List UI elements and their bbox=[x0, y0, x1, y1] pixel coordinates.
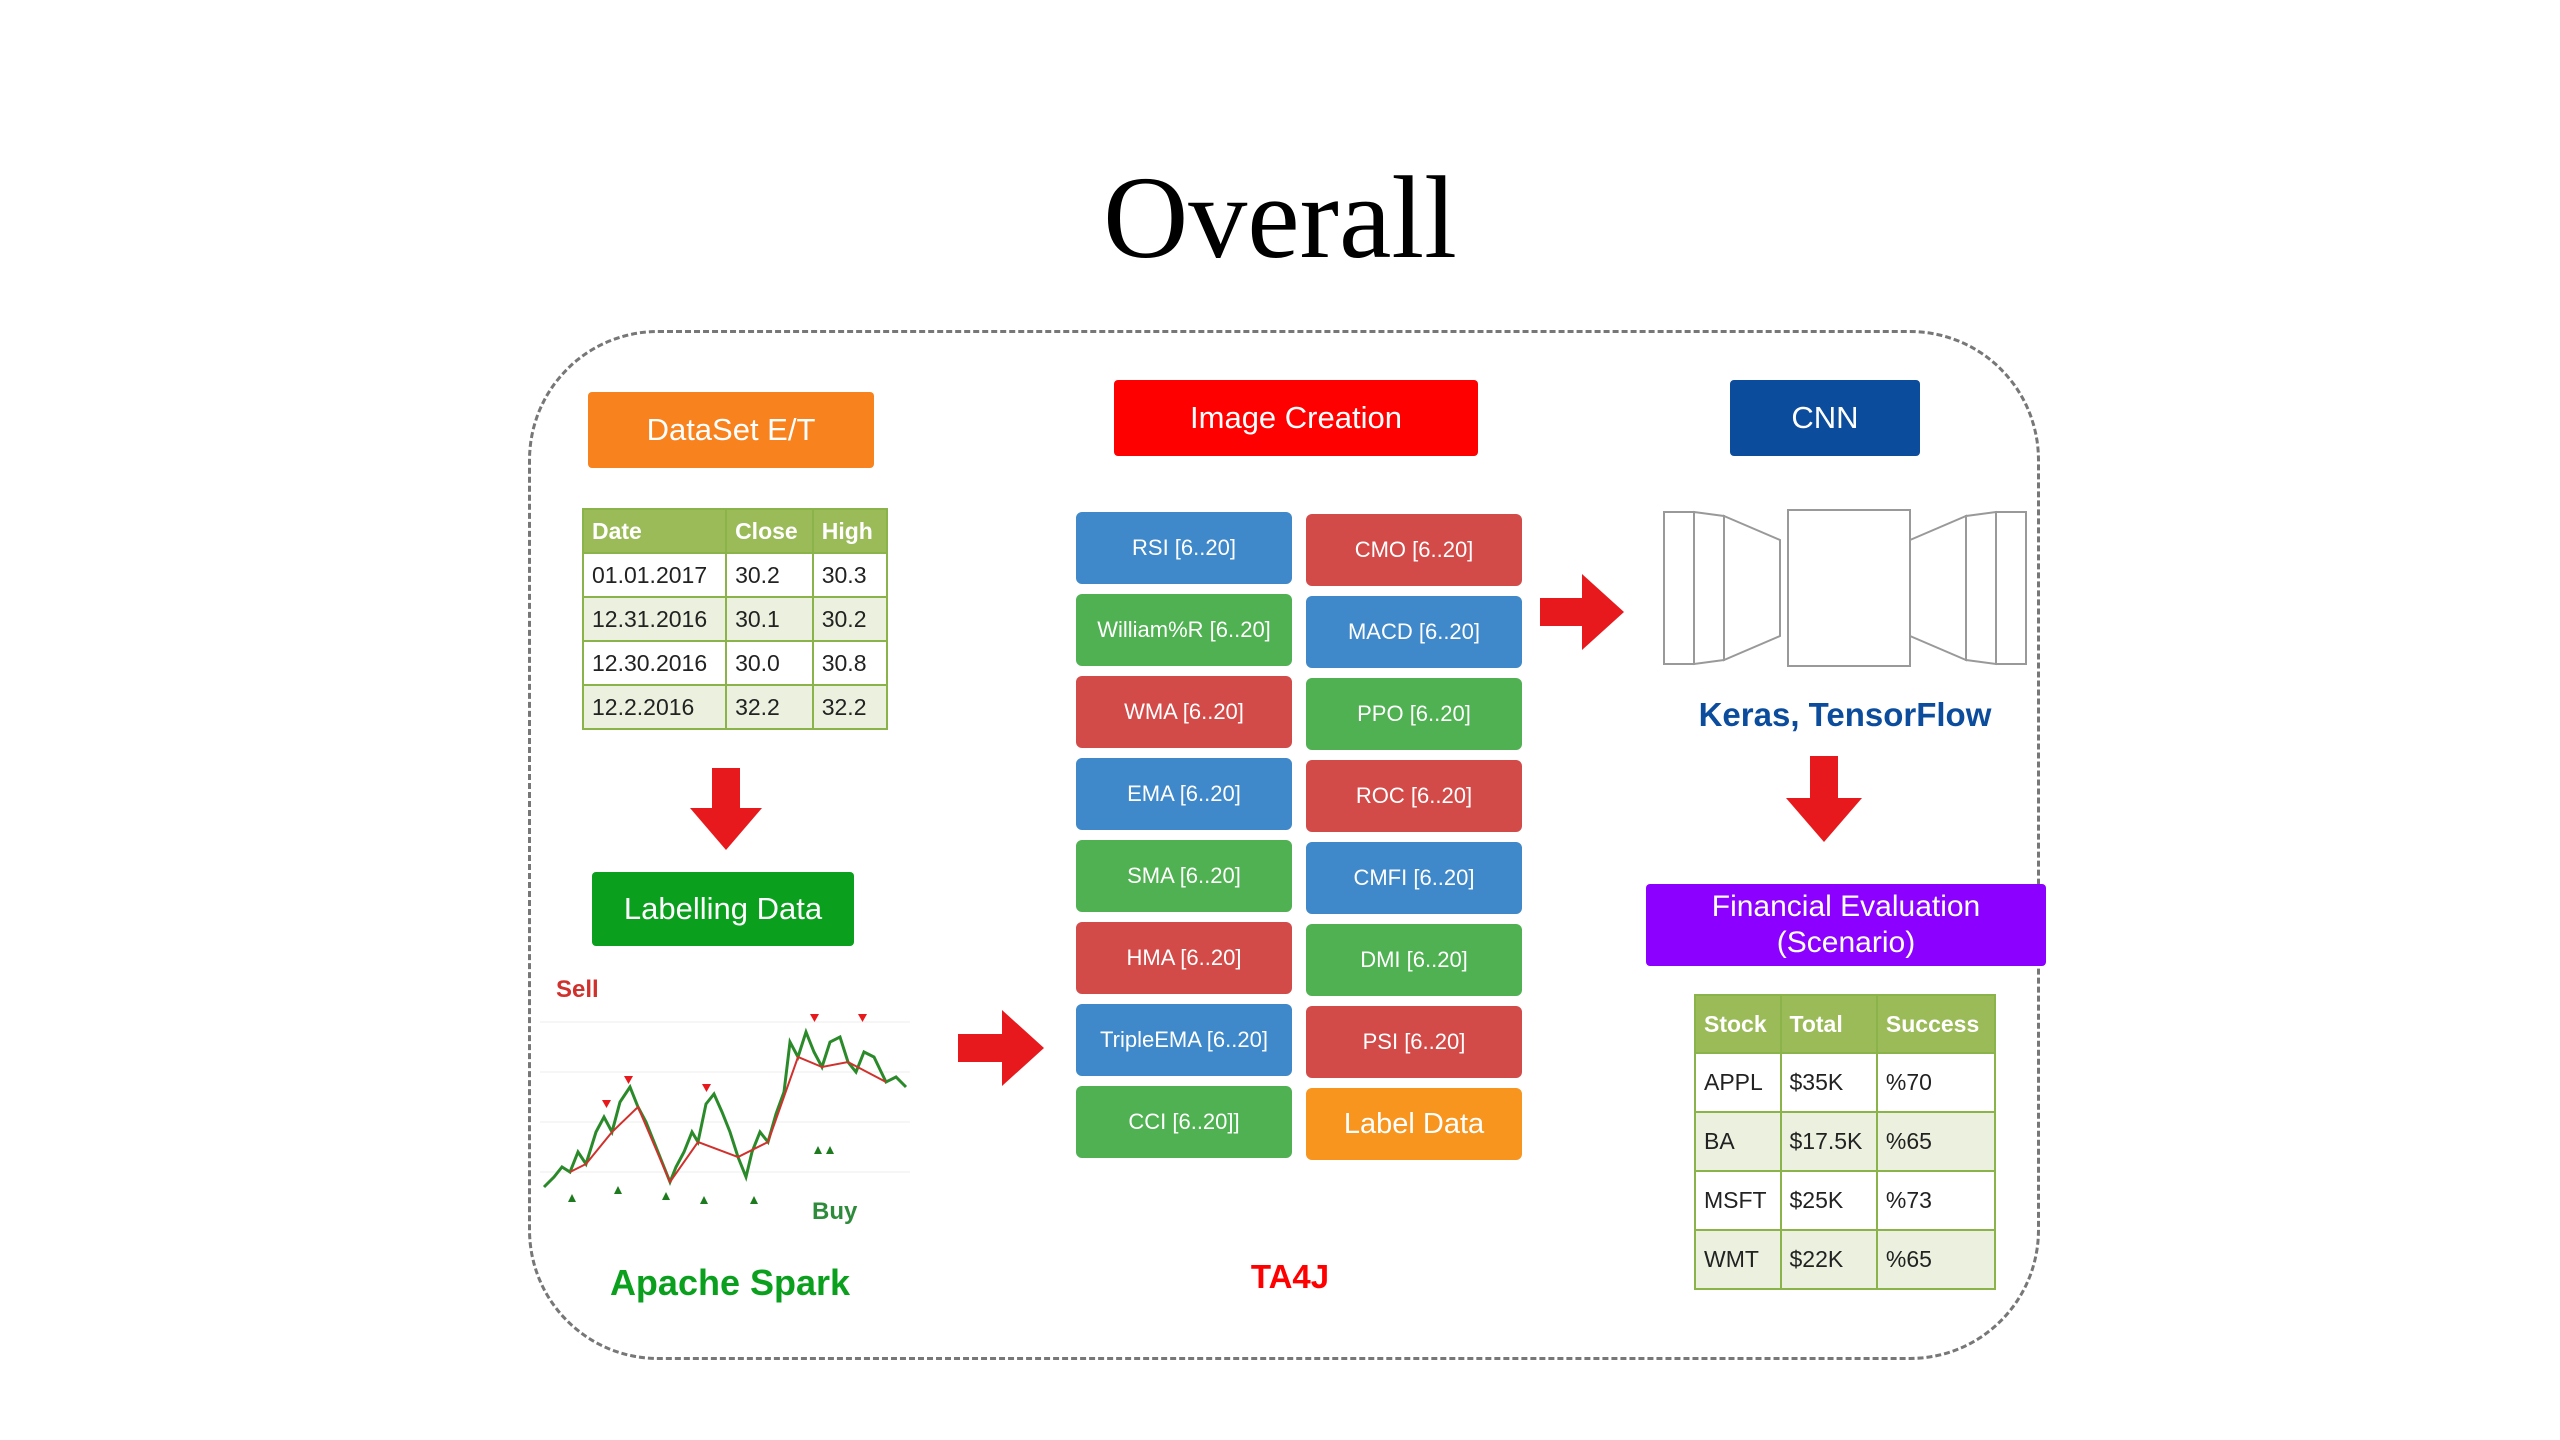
table-row: APPL $35K %70 bbox=[1694, 1052, 1997, 1113]
indicator-ppo: PPO [6..20] bbox=[1306, 678, 1522, 750]
header-line: (Scenario) bbox=[1776, 926, 1916, 959]
table-cell: 32.2 bbox=[725, 684, 814, 730]
indicator-triple-ema: TripleEMA [6..20] bbox=[1076, 1004, 1292, 1076]
table-cell: APPL bbox=[1694, 1052, 1782, 1113]
indicator-cmfi: CMFI [6..20] bbox=[1306, 842, 1522, 914]
indicator-hma: HMA [6..20] bbox=[1076, 922, 1292, 994]
column-header: Success bbox=[1875, 994, 1997, 1054]
sell-markers bbox=[602, 1014, 867, 1108]
cnn-network-icon bbox=[1663, 509, 2027, 667]
table-cell: 30.0 bbox=[725, 640, 814, 686]
table-row: MSFT $25K %73 bbox=[1694, 1170, 1997, 1231]
table-header-row: Date Close High bbox=[581, 508, 889, 554]
indicator-rsi: RSI [6..20] bbox=[1076, 512, 1292, 584]
indicator-wma: WMA [6..20] bbox=[1076, 676, 1292, 748]
indicator-cci: CCI [6..20]] bbox=[1076, 1086, 1292, 1158]
cnn-header: CNN bbox=[1730, 380, 1920, 456]
keras-caption: Keras, TensorFlow bbox=[1698, 696, 1992, 733]
label-data-box: Label Data bbox=[1306, 1088, 1522, 1160]
table-cell: 12.30.2016 bbox=[581, 640, 728, 686]
pipeline-frame bbox=[528, 330, 2040, 1360]
table-cell: 30.2 bbox=[811, 596, 889, 642]
table-cell: %70 bbox=[1875, 1052, 1997, 1113]
table-cell: $17.5K bbox=[1779, 1111, 1878, 1172]
table-cell: 12.31.2016 bbox=[581, 596, 728, 642]
table-cell: 30.1 bbox=[725, 596, 814, 642]
table-cell: %65 bbox=[1875, 1111, 1997, 1172]
table-row: BA $17.5K %65 bbox=[1694, 1111, 1997, 1172]
right-arrow-icon bbox=[958, 1010, 1044, 1086]
price-line bbox=[542, 1027, 908, 1189]
table-cell: 01.01.2017 bbox=[581, 552, 728, 598]
table-cell: $22K bbox=[1779, 1229, 1878, 1290]
table-row: 12.31.2016 30.1 30.2 bbox=[581, 596, 889, 642]
indicator-cmo: CMO [6..20] bbox=[1306, 514, 1522, 586]
table-cell: $35K bbox=[1779, 1052, 1878, 1113]
table-cell: 32.2 bbox=[811, 684, 889, 730]
column-header: High bbox=[811, 508, 889, 554]
table-cell: 12.2.2016 bbox=[581, 684, 728, 730]
indicator-sma: SMA [6..20] bbox=[1076, 840, 1292, 912]
column-header: Total bbox=[1779, 994, 1878, 1054]
dataset-header: DataSet E/T bbox=[588, 392, 874, 468]
table-row: 01.01.2017 30.2 30.3 bbox=[581, 552, 889, 598]
buy-markers bbox=[568, 1146, 834, 1204]
table-cell: %73 bbox=[1875, 1170, 1997, 1231]
image-creation-header: Image Creation bbox=[1114, 380, 1478, 456]
sell-label: Sell bbox=[556, 976, 599, 1003]
indicator-macd: MACD [6..20] bbox=[1306, 596, 1522, 668]
table-row: 12.30.2016 30.0 30.8 bbox=[581, 640, 889, 686]
price-chart bbox=[540, 1014, 910, 1204]
table-cell: 30.2 bbox=[725, 552, 814, 598]
down-arrow-icon bbox=[690, 768, 762, 850]
right-arrow-icon bbox=[1540, 574, 1624, 650]
page-title: Overall bbox=[1103, 152, 1457, 283]
labelling-header: Labelling Data bbox=[592, 872, 854, 946]
indicator-dmi: DMI [6..20] bbox=[1306, 924, 1522, 996]
indicator-roc: ROC [6..20] bbox=[1306, 760, 1522, 832]
evaluation-table: Stock Total Success APPL $35K %70 BA $17… bbox=[1694, 994, 1997, 1290]
indicator-psi: PSI [6..20] bbox=[1306, 1006, 1522, 1078]
table-cell: WMT bbox=[1694, 1229, 1782, 1290]
table-cell: %65 bbox=[1875, 1229, 1997, 1290]
financial-evaluation-header: Financial Evaluation (Scenario) bbox=[1646, 884, 2046, 966]
ta4j-caption: TA4J bbox=[1250, 1258, 1330, 1295]
table-cell: 30.3 bbox=[811, 552, 889, 598]
column-header: Close bbox=[725, 508, 814, 554]
indicator-ema: EMA [6..20] bbox=[1076, 758, 1292, 830]
table-cell: MSFT bbox=[1694, 1170, 1782, 1231]
spark-caption: Apache Spark bbox=[609, 1262, 851, 1303]
indicator-william-r: William%R [6..20] bbox=[1076, 594, 1292, 666]
table-header-row: Stock Total Success bbox=[1694, 994, 1997, 1054]
header-line: Financial Evaluation bbox=[1711, 890, 1981, 923]
table-row: 12.2.2016 32.2 32.2 bbox=[581, 684, 889, 730]
down-arrow-icon bbox=[1786, 756, 1862, 842]
column-header: Date bbox=[581, 508, 728, 554]
table-row: WMT $22K %65 bbox=[1694, 1229, 1997, 1290]
dataset-table: Date Close High 01.01.2017 30.2 30.3 12.… bbox=[581, 508, 889, 730]
table-cell: 30.8 bbox=[811, 640, 889, 686]
table-cell: BA bbox=[1694, 1111, 1782, 1172]
column-header: Stock bbox=[1694, 994, 1782, 1054]
table-cell: $25K bbox=[1779, 1170, 1878, 1231]
buy-label: Buy bbox=[812, 1198, 858, 1225]
